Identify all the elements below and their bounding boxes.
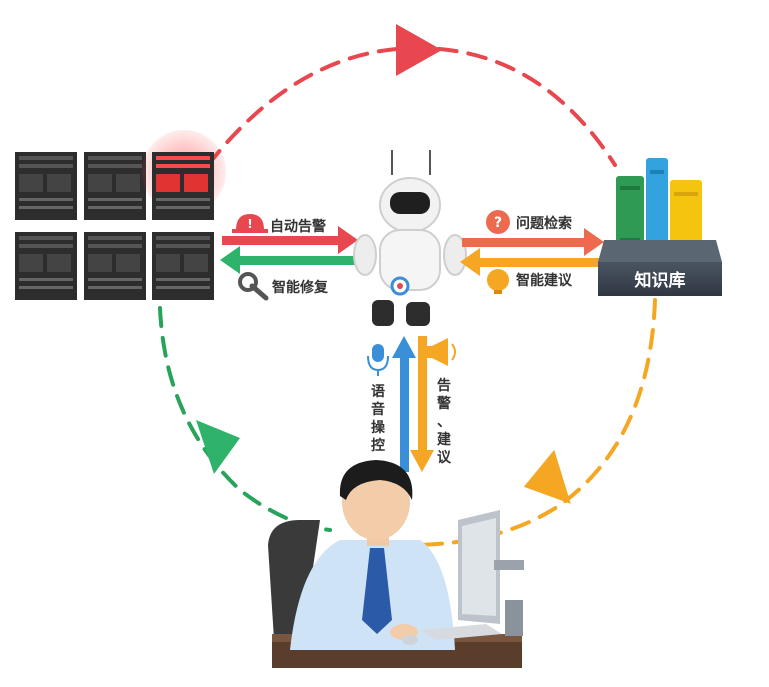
alert-light-icon: ! [232,214,268,233]
loop-left-arc [158,306,332,532]
lightbulb-icon [487,269,509,294]
svg-text:!: ! [247,217,252,231]
server-rack [152,232,214,300]
books-icon [616,158,702,258]
robot [353,150,467,326]
server-rack [84,152,146,220]
loop-right-arrowhead [523,449,571,504]
svg-text:建: 建 [437,431,451,448]
svg-text:?: ? [494,215,502,231]
server-rack-fault [152,152,214,220]
operator [268,460,522,668]
voice-control-label: 语 音 操 控 [371,384,386,454]
smart-repair-label: 智能修复 [271,279,329,296]
problem-search-label: 问题检索 [516,215,572,232]
svg-text:警: 警 [437,395,451,412]
svg-text:、: 、 [437,414,451,430]
loop-left-arrowhead [196,420,240,474]
question-icon: ? [486,210,510,234]
knowledge-base-badge [598,262,722,296]
server-rack [15,152,77,220]
computer-monitor [420,510,524,640]
svg-text:控: 控 [371,437,385,454]
wrench-icon [238,272,269,301]
server-cluster [15,130,226,300]
suggest-arrow: 智能建议 [460,248,602,294]
repair-arrow: 智能修复 [220,246,356,301]
voice-arrow: 语 音 操 控 [367,336,416,472]
auto-alert-label: 自动告警 [270,218,326,235]
alert-suggest-label: 告 警 、 建 议 [437,377,452,466]
alert-arrow: ! 自动告警 [222,214,358,254]
knowledge-base: 知识库 [598,158,722,296]
megaphone-icon [426,338,456,366]
svg-text:操: 操 [371,419,386,436]
knowledge-base-label: 知识库 [634,270,686,291]
svg-text:音: 音 [371,401,385,418]
search-arrow: ? 问题检索 [462,210,604,256]
svg-text:语: 语 [371,384,385,400]
svg-text:议: 议 [437,450,452,466]
server-rack [15,232,77,300]
smart-suggest-label: 智能建议 [515,272,573,289]
microphone-icon [367,344,389,376]
loop-top-arrowhead [396,24,442,76]
svg-text:告: 告 [437,377,451,394]
alert-suggest-arrow: 告 警 、 建 议 [410,336,456,472]
server-rack [84,232,146,300]
